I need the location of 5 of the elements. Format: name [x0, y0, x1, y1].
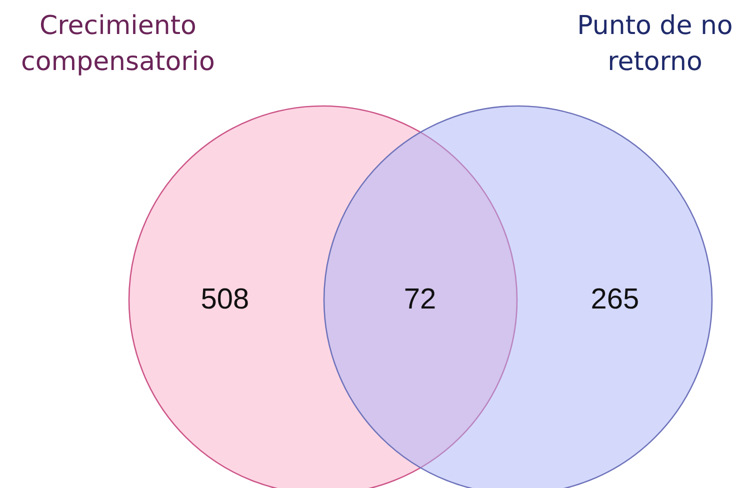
count-label: 265	[590, 284, 640, 316]
set-title: Punto de no retorno	[576, 10, 734, 79]
count-label: 72	[404, 284, 436, 316]
count-label: 508	[200, 284, 250, 316]
set-title: Crecimiento compensatorio	[20, 10, 216, 79]
